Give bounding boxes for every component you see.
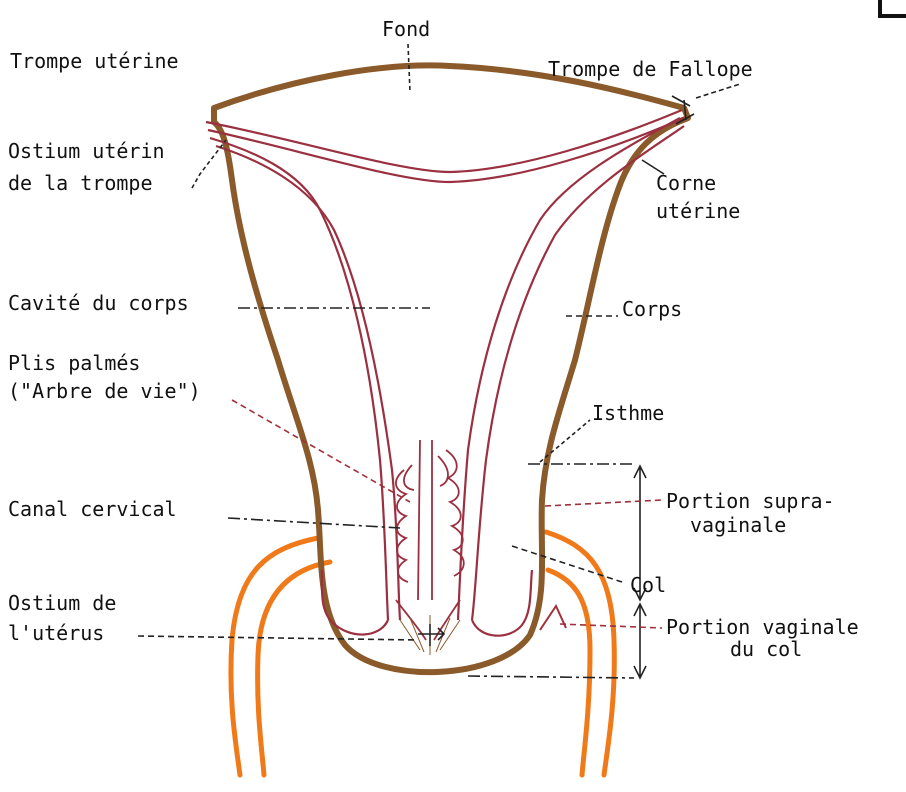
label-col: Col [630, 573, 666, 597]
label-trompe-fallope: Trompe de Fallope [548, 57, 753, 81]
label-plis-line2: ("Arbre de vie") [8, 379, 201, 403]
label-isthme: Isthme [592, 401, 664, 425]
corner-mark [880, 0, 906, 16]
label-corps: Corps [622, 297, 682, 321]
label-ostium-uterus-line1: Ostium de [8, 591, 116, 615]
label-supra-line1: Portion supra- [666, 489, 835, 513]
label-ostium-uterus-line2: l'utérus [8, 621, 104, 645]
label-vaginale-line1: Portion vaginale [666, 615, 859, 639]
label-trompe-uterine: Trompe utérine [10, 49, 179, 73]
label-plis-line1: Plis palmés [8, 351, 140, 375]
ostium-arrow-icon [418, 628, 444, 640]
label-supra-line2: vaginale [690, 513, 786, 537]
label-canal-cervical: Canal cervical [8, 497, 177, 521]
label-vaginale-line2: du col [730, 637, 802, 661]
dimension-arrows [634, 466, 646, 678]
vaginal-portion-mark [540, 606, 566, 630]
vagina-walls [231, 532, 614, 775]
uterine-cavity-lining [206, 110, 684, 636]
palmate-folds [396, 440, 464, 640]
label-corne-line2: utérine [656, 199, 740, 223]
label-corne-line1: Corne [656, 171, 716, 195]
label-ostium-trompe-line2: de la trompe [8, 171, 153, 195]
label-fond: Fond [382, 17, 430, 41]
label-cavite: Cavité du corps [8, 291, 189, 315]
label-ostium-trompe-line1: Ostium utérin [8, 139, 165, 163]
